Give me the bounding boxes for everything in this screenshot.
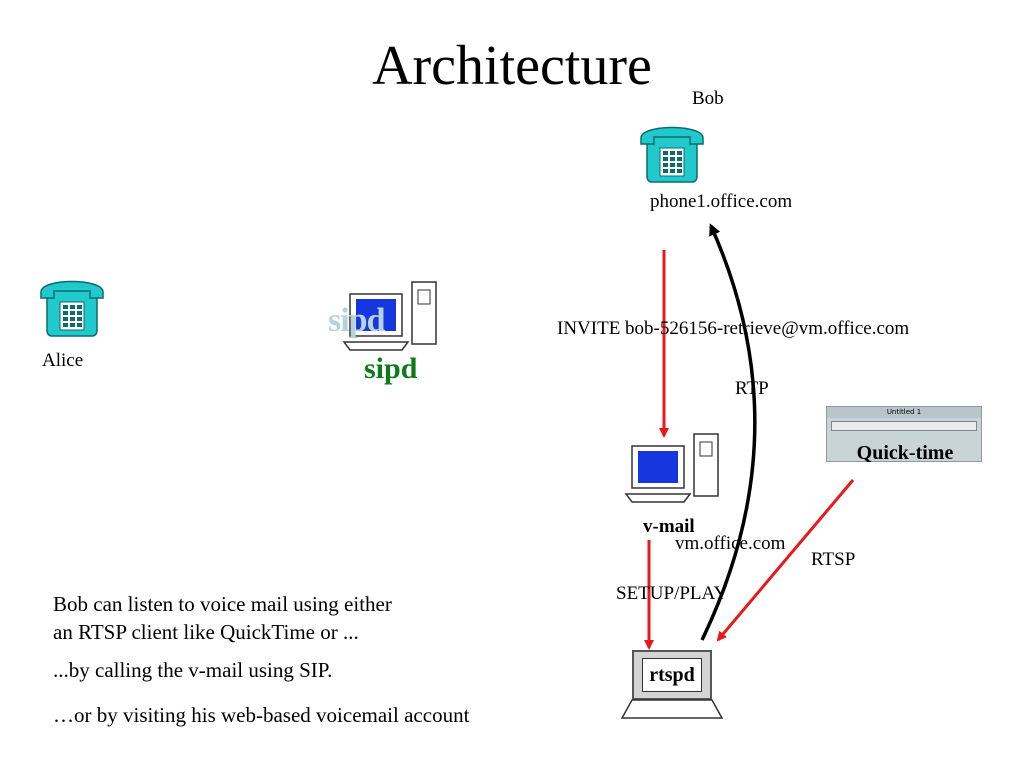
rtsp-label: RTSP [811,549,856,570]
sipd-computer-icon [342,281,437,351]
slide-title: Architecture [372,35,652,97]
vmail-computer-icon [624,433,719,503]
rtp-arrow [700,223,757,641]
note-line-3: ...by calling the v-mail using SIP. [53,658,333,682]
quicktime-label: Quick-time [856,442,954,464]
quicktime-timebar [831,421,977,431]
note-line-2: an RTSP client like QuickTime or ... [53,620,359,644]
rtp-label: RTP [735,378,769,399]
note-line-4: …or by visiting his web-based voicemail … [53,703,470,727]
setup-play-label: SETUP/PLAY [616,583,728,604]
bob-phone-icon [640,126,704,183]
quicktime-window-title: Untitled 1 [827,407,981,418]
alice-label: Alice [42,350,84,371]
bob-label: Bob [692,88,724,109]
note-line-1: Bob can listen to voice mail using eithe… [53,592,392,616]
quicktime-player: Untitled 1 Quick-time [826,406,982,464]
rtspd-keyboard-icon [620,699,724,719]
vmail-label: v-mail [643,516,695,537]
bob-host-label: phone1.office.com [650,191,793,212]
alice-phone-icon [40,280,104,337]
rtspd-label: rtspd [642,658,702,692]
vmail-host-label: vm.office.com [675,533,786,554]
invite-label: INVITE bob-526156-retrieve@vm.office.com [557,318,910,339]
sipd-label: sipd [364,352,418,385]
sipd-shadow-label: sipd [328,302,385,339]
rtsp-arrow [716,479,855,642]
rtspd-server: rtspd [632,650,712,700]
